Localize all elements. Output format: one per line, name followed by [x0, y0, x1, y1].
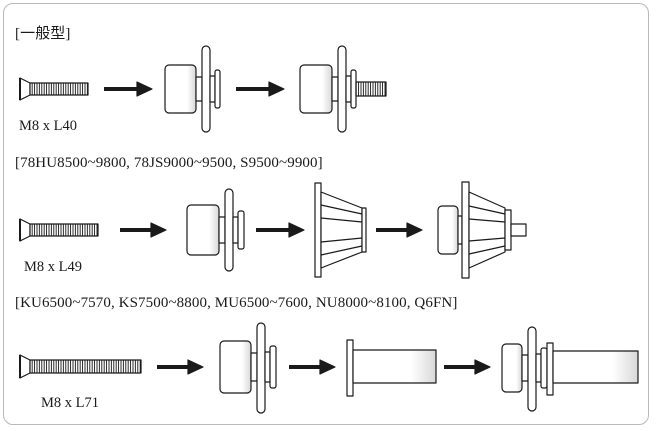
section-2-screw-label: M8 x L49: [24, 259, 82, 275]
section-3-arrow-1: [157, 359, 204, 375]
section-3-arrow-3: [444, 359, 491, 375]
section-2-screw: [19, 218, 99, 242]
section-3-arrow-2: [289, 359, 336, 375]
section-1-screw-label: M8 x L40: [19, 118, 77, 134]
section-3-long-spacer: [346, 339, 437, 397]
section-3-assembled: [501, 326, 639, 412]
diagram-frame: [3, 3, 649, 425]
section-2-assembled: [437, 181, 527, 279]
section-3-spacer-assembly: [219, 322, 277, 414]
section-1-screw: [19, 77, 89, 101]
section-1-arrow-1: [104, 81, 153, 97]
section-3-caption: [KU6500~7570, KS7500~8800, MU6500~7600, …: [15, 295, 458, 311]
section-2-arrow-3: [376, 222, 423, 238]
section-1-caption: [一般型]: [15, 26, 71, 42]
section-2-bracket: [314, 182, 367, 278]
section-2-arrow-1: [120, 222, 167, 238]
section-2-arrow-2: [256, 222, 305, 238]
section-2-caption: [78HU8500~9800, 78JS9000~9500, S9500~990…: [15, 155, 323, 171]
section-3-screw-label: M8 x L71: [41, 395, 99, 411]
section-2-spacer-assembly: [186, 188, 245, 272]
section-1-spacer-assembly: [164, 45, 221, 133]
section-1-assembled: [299, 45, 387, 133]
section-1-arrow-2: [236, 81, 285, 97]
section-3-screw: [19, 354, 142, 379]
